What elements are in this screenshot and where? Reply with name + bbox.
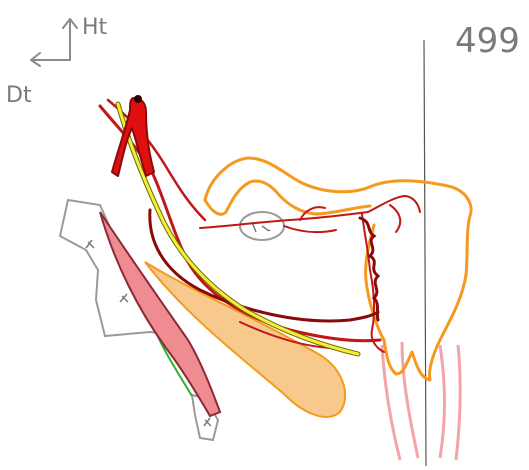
artery-cut-end — [134, 95, 142, 103]
orientation-arrows — [30, 18, 78, 67]
median-line — [423, 39, 427, 467]
bone-hatch-marks — [85, 239, 212, 427]
page-number: 499 — [455, 21, 520, 61]
vein-branch-a — [106, 98, 207, 222]
vein-branch-b — [148, 208, 380, 323]
artery-trunk — [111, 97, 155, 177]
pale-pink-tubes — [380, 341, 462, 461]
nerve-fill — [116, 102, 360, 356]
vein-branch-c — [239, 321, 331, 349]
pink-muscle-band — [99, 211, 222, 418]
up-arrow-icon — [62, 18, 78, 61]
left-label: Dt — [6, 83, 32, 108]
orange-muscle — [144, 261, 347, 418]
uterus-outline — [203, 156, 473, 382]
uterine-artery-tortuous — [358, 216, 381, 322]
fallopian-tube-fimbria — [203, 179, 372, 216]
left-arrow-icon — [30, 52, 71, 67]
up-label: Ht — [82, 15, 108, 40]
